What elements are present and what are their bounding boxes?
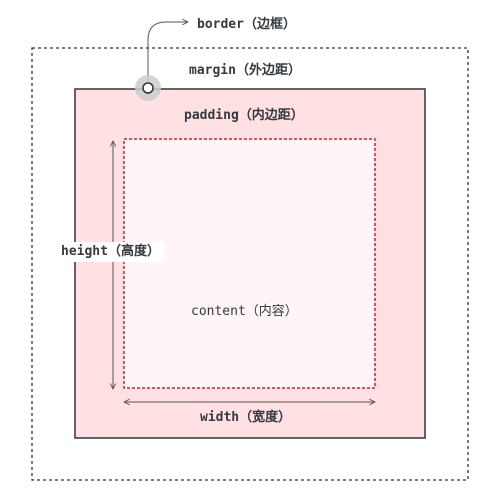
- content-label: content（内容）: [191, 304, 298, 319]
- padding-label: padding（内边距）: [184, 108, 304, 123]
- height-label: height（高度）: [57, 242, 164, 262]
- width-label: width（宽度）: [200, 410, 292, 425]
- content-area: [123, 138, 376, 389]
- border-corner-marker: [142, 82, 154, 94]
- border-label: border（边框）: [197, 17, 296, 32]
- border-callout-line: [147, 22, 188, 86]
- margin-label: margin（外边距）: [189, 63, 301, 78]
- margin-area: [31, 47, 469, 481]
